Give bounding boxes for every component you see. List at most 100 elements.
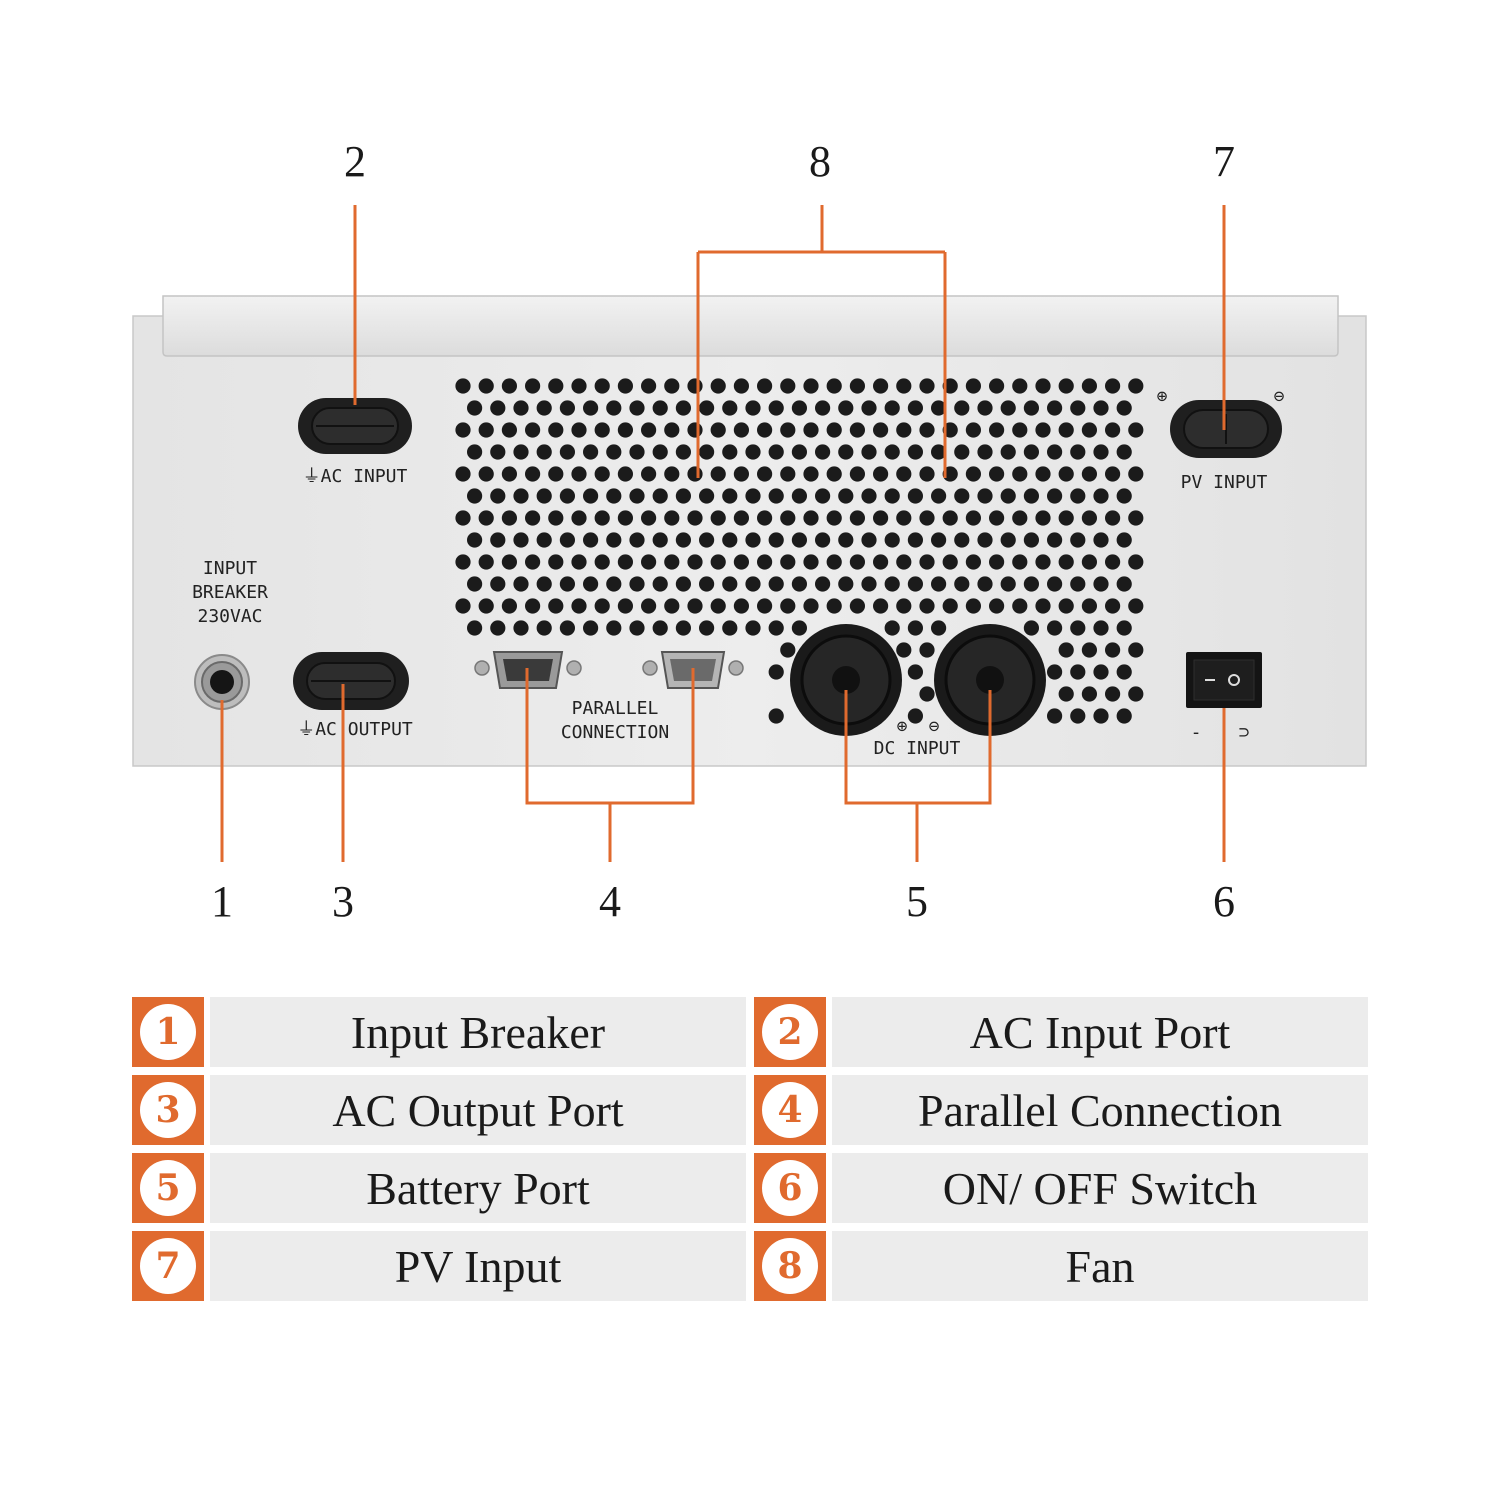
vent-hole: [907, 664, 924, 680]
vent-hole: [826, 466, 842, 482]
vent-hole: [780, 510, 796, 526]
ac-input-port[interactable]: [298, 398, 412, 454]
vent-hole: [815, 532, 831, 548]
vent-hole: [977, 532, 993, 548]
vent-hole: [722, 400, 738, 416]
dc-plus-symbol: ⊕: [897, 716, 908, 737]
vent-hole: [884, 444, 900, 460]
vent-hole: [478, 598, 494, 614]
vent-hole: [675, 444, 692, 460]
callout-leaders: [220, 205, 1226, 862]
vent-hole: [722, 444, 738, 460]
vent-hole: [710, 510, 726, 526]
vent-hole: [1035, 378, 1051, 394]
vent-hole: [606, 532, 622, 548]
vent-hole: [629, 620, 645, 636]
vent-hole: [1105, 422, 1121, 438]
vent-hole: [1047, 488, 1063, 504]
vent-hole: [791, 532, 808, 548]
vent-hole: [548, 422, 564, 438]
vent-hole: [907, 444, 924, 460]
vent-hole: [965, 422, 982, 438]
fan-vent-grille: [455, 378, 1144, 724]
input-breaker-button[interactable]: [194, 654, 250, 710]
pv-input-port[interactable]: [1170, 400, 1282, 458]
vent-hole: [548, 510, 564, 526]
vent-hole: [884, 488, 900, 504]
vent-hole: [652, 576, 668, 592]
vent-hole: [1035, 554, 1051, 570]
pv-minus-symbol: ⊖: [1274, 386, 1285, 407]
vent-hole: [1058, 510, 1074, 526]
ac-output-port[interactable]: [293, 652, 409, 710]
vent-hole: [733, 510, 750, 526]
vent-hole: [594, 554, 610, 570]
vent-hole: [1093, 708, 1109, 724]
vent-hole: [907, 576, 924, 592]
vent-hole: [1081, 422, 1097, 438]
vent-hole: [861, 444, 877, 460]
vent-hole: [745, 400, 761, 416]
vent-hole: [1012, 598, 1028, 614]
vent-hole: [548, 554, 564, 570]
vent-hole: [710, 378, 726, 394]
vent-hole: [467, 576, 483, 592]
vent-hole: [826, 554, 842, 570]
vent-hole: [815, 576, 831, 592]
vent-hole: [826, 510, 842, 526]
vent-hole: [1128, 422, 1144, 438]
legend-badge: 6: [754, 1153, 826, 1223]
vent-hole: [1058, 422, 1074, 438]
vent-hole: [501, 510, 517, 526]
vent-hole: [861, 488, 877, 504]
inverter-diagram: ⏚AC INPUT ⏚AC OUTPUT INPUT BREAKER 230VA…: [132, 137, 1367, 926]
legend-item-1: 1 Input Breaker: [132, 997, 746, 1067]
vent-hole: [1105, 554, 1121, 570]
vent-hole: [780, 466, 796, 482]
vent-hole: [1070, 576, 1086, 592]
legend-badge: 1: [132, 997, 204, 1067]
vent-hole: [675, 400, 692, 416]
breaker-label-line2: BREAKER: [192, 582, 268, 603]
vent-hole: [1070, 532, 1086, 548]
vent-hole: [1116, 620, 1132, 636]
vent-hole: [699, 532, 715, 548]
vent-hole: [896, 378, 912, 394]
vent-hole: [1105, 510, 1121, 526]
vent-hole: [733, 378, 750, 394]
vent-hole: [594, 422, 610, 438]
vent-hole: [571, 422, 587, 438]
breaker-label-line3: 230VAC: [197, 606, 262, 627]
vent-hole: [1012, 378, 1028, 394]
vent-hole: [455, 422, 471, 438]
vent-hole: [1105, 642, 1121, 658]
legend-label: AC Output Port: [210, 1075, 746, 1145]
vent-hole: [583, 488, 599, 504]
vent-hole: [954, 488, 970, 504]
vent-hole: [919, 378, 935, 394]
dc-input-negative-terminal[interactable]: [934, 624, 1046, 736]
vent-hole: [1105, 466, 1121, 482]
vent-hole: [467, 620, 483, 636]
vent-hole: [687, 466, 703, 482]
vent-hole: [989, 422, 1005, 438]
vent-hole: [896, 422, 912, 438]
vent-hole: [467, 444, 483, 460]
vent-hole: [896, 466, 912, 482]
callout-5: 5: [906, 877, 928, 926]
vent-hole: [641, 598, 657, 614]
vent-hole: [710, 466, 726, 482]
parallel-label-line2: CONNECTION: [561, 722, 669, 743]
legend-number: 4: [762, 1082, 818, 1138]
vent-hole: [1128, 686, 1144, 702]
vent-hole: [629, 444, 645, 460]
power-switch[interactable]: [1186, 652, 1262, 708]
legend-number: 5: [140, 1160, 196, 1216]
vent-hole: [896, 598, 912, 614]
vent-hole: [1093, 664, 1109, 680]
vent-hole: [1105, 686, 1121, 702]
vent-hole: [641, 554, 657, 570]
ac-input-label: ⏚AC INPUT: [303, 466, 408, 487]
dc-input-positive-terminal[interactable]: [790, 624, 902, 736]
vent-hole: [583, 400, 599, 416]
